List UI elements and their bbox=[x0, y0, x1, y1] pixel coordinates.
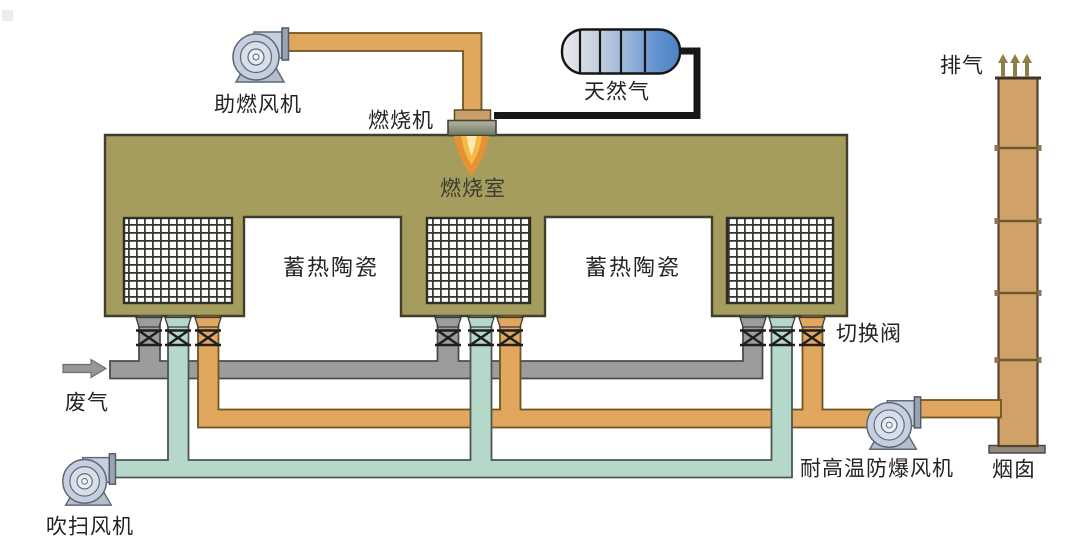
corner-artifact bbox=[2, 10, 13, 21]
natural-gas-label: 天然气 bbox=[584, 79, 650, 104]
ceramic-grid-1 bbox=[122, 216, 234, 305]
valve-bed1-teal bbox=[164, 316, 192, 347]
chimney-stack bbox=[988, 76, 1046, 454]
natural-gas-tank-icon bbox=[560, 28, 682, 75]
burner-icon bbox=[447, 109, 497, 137]
chimney-label: 烟囱 bbox=[992, 457, 1036, 482]
combustion-fan-icon bbox=[232, 27, 290, 83]
switch-valves bbox=[135, 316, 826, 347]
flame-icon bbox=[454, 136, 489, 176]
combustion-fan-label: 助燃风机 bbox=[214, 92, 302, 117]
waste-gas-label: 废气 bbox=[65, 390, 109, 415]
exhaust-arrows-icon bbox=[998, 54, 1032, 77]
valve-bed2-gray bbox=[434, 316, 462, 347]
exhaust-label: 排气 bbox=[940, 53, 984, 78]
combustion-chamber-label: 燃烧室 bbox=[440, 176, 506, 201]
valve-bed2-orange bbox=[496, 316, 524, 347]
valve-bed1-orange bbox=[194, 316, 222, 347]
switch-valve-label: 切换阀 bbox=[836, 321, 902, 346]
valve-bed1-gray bbox=[135, 316, 163, 347]
purge-fan-icon bbox=[62, 453, 117, 506]
waste-gas-arrow bbox=[62, 358, 108, 379]
ceramic-bed-left-label: 蓄热陶瓷 bbox=[282, 255, 380, 280]
valve-bed3-orange bbox=[798, 316, 826, 347]
waste-gas-duct bbox=[109, 315, 764, 380]
ceramic-grid-3 bbox=[725, 216, 835, 305]
purge-fan-label: 吹扫风机 bbox=[46, 514, 134, 539]
fan-outlet-pipe bbox=[916, 399, 1002, 419]
burner-label: 燃烧机 bbox=[368, 108, 434, 133]
valve-bed2-teal bbox=[467, 316, 495, 347]
valve-bed3-gray bbox=[739, 316, 767, 347]
high-temp-fan-label: 耐高温防爆风机 bbox=[800, 456, 954, 481]
high-temp-fan-icon bbox=[866, 396, 922, 450]
purge-air-manifold bbox=[106, 315, 793, 479]
valve-bed3-teal bbox=[768, 316, 796, 347]
ceramic-grid-2 bbox=[425, 216, 532, 305]
combustion-air-pipe bbox=[282, 32, 483, 112]
ceramic-bed-right-label: 蓄热陶瓷 bbox=[584, 255, 682, 280]
